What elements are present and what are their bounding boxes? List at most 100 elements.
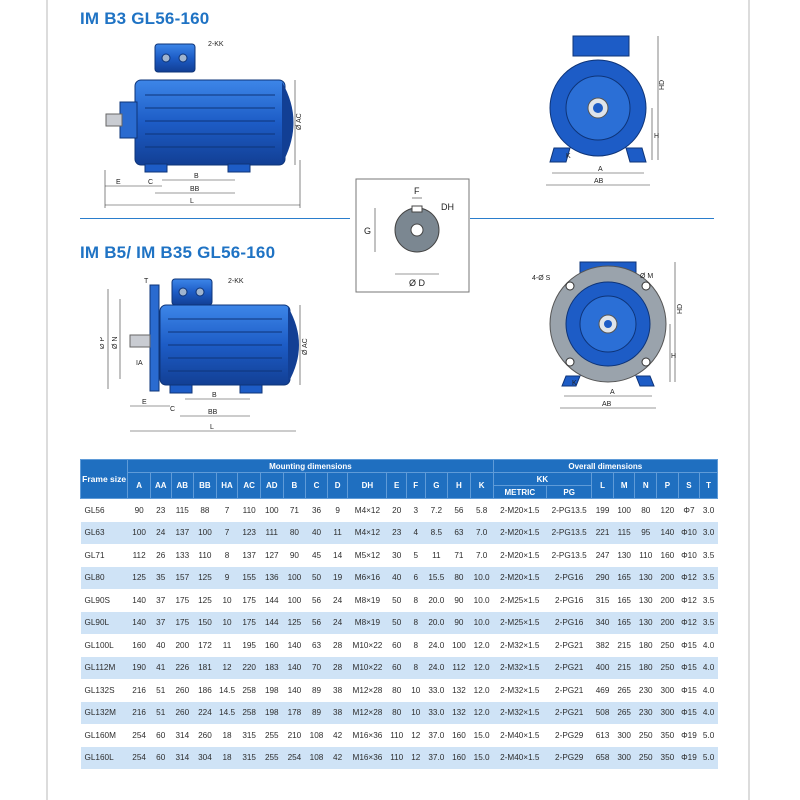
- col-header-b: B: [282, 472, 307, 499]
- table-cell: 8: [413, 595, 419, 605]
- table-cell: 178: [283, 701, 306, 724]
- table-cell: 14.5: [216, 701, 238, 724]
- table-cell: Φ7: [683, 505, 695, 515]
- table-cell: 3: [413, 505, 419, 515]
- col-header-d: D: [326, 472, 349, 499]
- table-cell: 100: [287, 595, 302, 605]
- table-cell: 300: [617, 730, 631, 740]
- table-cell: 255: [260, 746, 284, 769]
- table-cell: 3.5: [699, 566, 718, 589]
- table-cell: 180: [638, 640, 653, 650]
- table-cell: 28: [333, 640, 343, 650]
- table-cell: M8×19: [347, 611, 387, 634]
- table-cell: 110: [242, 505, 256, 515]
- table-cell: 265: [617, 685, 631, 695]
- table-cell: 5.0: [702, 730, 715, 740]
- table-cell: 195: [242, 640, 256, 650]
- b5-ia-label: IA: [136, 360, 143, 367]
- table-cell: 265: [613, 701, 635, 724]
- frame-size-cell: GL132M: [80, 701, 128, 724]
- table-cell: 3.0: [699, 521, 718, 544]
- table-cell: 200: [175, 640, 190, 650]
- table-cell: M12×28: [347, 701, 387, 724]
- table-cell: 11: [327, 521, 348, 544]
- table-cell: Φ10: [681, 550, 697, 560]
- table-cell: 12.0: [470, 701, 494, 724]
- table-cell: 12: [406, 746, 425, 769]
- table-cell: 8.5: [425, 521, 448, 544]
- b3-bb-label: BB: [190, 186, 200, 193]
- table-cell: M8×19: [354, 595, 381, 605]
- shaft-g-label: G: [364, 226, 371, 236]
- b3-b-label: B: [194, 173, 199, 180]
- table-cell: 11: [222, 640, 232, 650]
- table-cell: 250: [656, 656, 679, 679]
- table-cell: 9: [335, 505, 340, 515]
- table-cell: 51: [150, 701, 171, 724]
- table-cell: 10.0: [470, 611, 494, 634]
- b5-b-label: B: [212, 392, 217, 399]
- page-right-edge: [748, 0, 750, 800]
- table-cell: 300: [660, 685, 675, 695]
- table-cell: M10×22: [352, 640, 383, 650]
- table-cell: 2-M20×1.5: [493, 566, 547, 589]
- b5-bb-label: BB: [208, 409, 218, 416]
- table-cell: 112: [447, 656, 471, 679]
- table-cell: 38: [327, 701, 348, 724]
- table-cell: 183: [260, 656, 284, 679]
- frame-size-cell: GL112M: [80, 656, 128, 679]
- table-cell: 199: [595, 505, 610, 515]
- table-cell: 175: [242, 595, 256, 605]
- b3-front-dims: [546, 36, 659, 186]
- table-cell: 136: [260, 566, 284, 589]
- table-cell: 37: [150, 611, 171, 634]
- table-cell: M16×36: [347, 746, 387, 769]
- table-cell: 2-PG13.5: [546, 521, 592, 544]
- table-cell: 181: [193, 656, 217, 679]
- table-cell: 198: [264, 685, 279, 695]
- table-cell: M12×28: [352, 685, 383, 695]
- table-cell: 12.0: [473, 685, 490, 695]
- col-header-s: S: [677, 472, 701, 499]
- b3-ab-label: AB: [594, 178, 604, 185]
- table-cell: 14.5: [219, 685, 236, 695]
- table-cell: 63: [447, 521, 471, 544]
- table-cell: 8: [224, 550, 230, 560]
- table-cell: 8: [406, 611, 425, 634]
- col-header-c: C: [305, 472, 328, 499]
- table-cell: 215: [613, 656, 635, 679]
- table-cell: 140: [287, 640, 302, 650]
- table-cell: 10.0: [470, 566, 494, 589]
- table-cell: 2-M32×1.5: [500, 685, 540, 695]
- table-cell: 24: [333, 595, 343, 605]
- table-cell: 4.0: [702, 640, 715, 650]
- table-cell: 210: [287, 730, 302, 740]
- table-cell: 2-PG21: [546, 701, 592, 724]
- frame-size-cell: GL90S: [84, 595, 111, 605]
- table-cell: 2-M20×1.5: [500, 505, 540, 515]
- col-header-dh: DH: [347, 472, 388, 499]
- table-cell: 200: [656, 611, 679, 634]
- table-cell: 250: [638, 730, 653, 740]
- b3-a-label: A: [598, 166, 603, 173]
- table-cell: 140: [283, 656, 306, 679]
- table-cell: 2-PG16: [555, 595, 584, 605]
- table-cell: 226: [171, 656, 194, 679]
- table-cell: 100: [193, 521, 217, 544]
- table-cell: 130: [638, 595, 653, 605]
- table-cell: 123: [237, 521, 261, 544]
- table-cell: 160: [452, 730, 466, 740]
- b3-k-label: K: [566, 153, 571, 160]
- table-cell: 8: [406, 656, 425, 679]
- table-cell: M6×16: [347, 566, 387, 589]
- shaft-f-label: F: [414, 186, 420, 196]
- b3-front-view-drawing: A AB K H HD: [546, 35, 666, 186]
- table-cell: 26: [156, 550, 166, 560]
- table-cell: 2-M32×1.5: [493, 701, 547, 724]
- table-cell: 2-PG13.5: [551, 505, 587, 515]
- b5-dimension-lines: [107, 289, 301, 432]
